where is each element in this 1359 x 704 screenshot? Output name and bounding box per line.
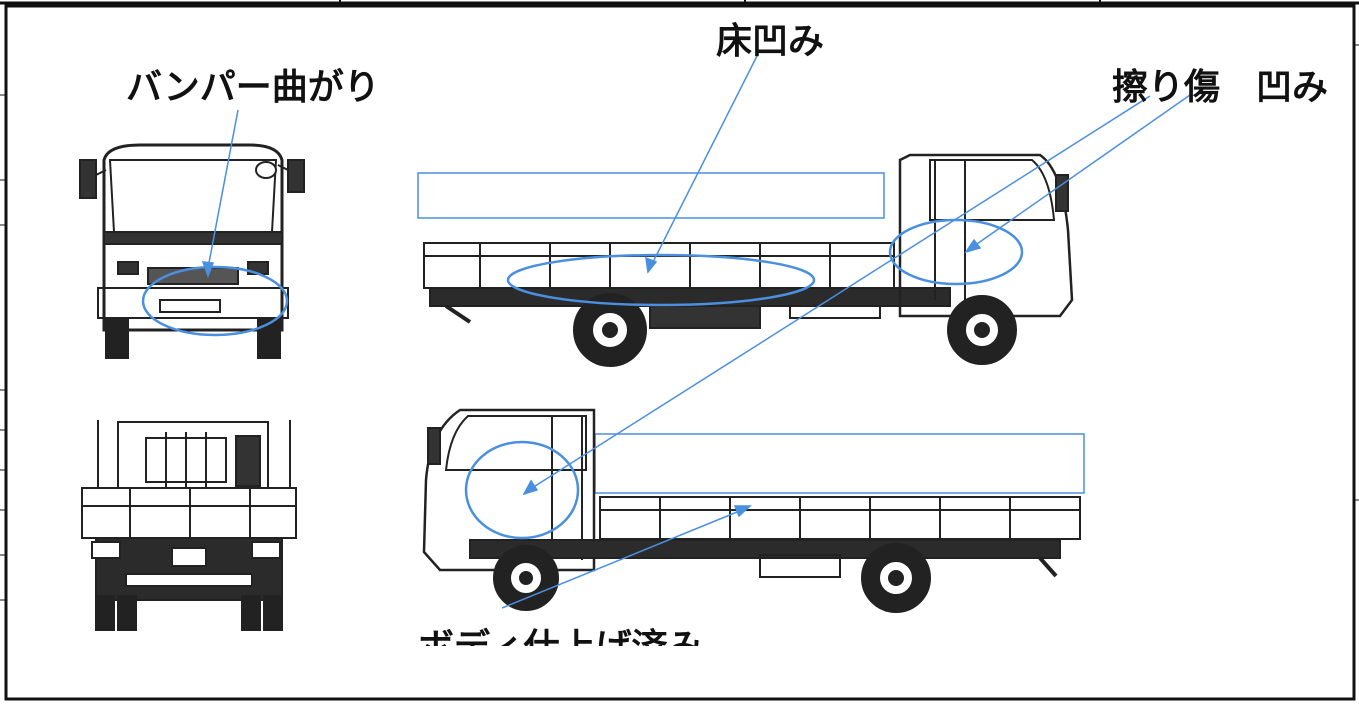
truck-right-side-view [422,408,1085,613]
bumper-damage-ellipse [141,265,289,337]
bumper-damage-label: バンパー曲がり [126,67,380,108]
truck-rear-view [81,420,297,631]
truck-front-view [79,143,305,359]
floor-damage-ellipse [506,253,816,307]
cab-damage-ellipse-right [464,440,580,540]
partial-cut-label: ボディ仕上げ済み [418,608,703,646]
cab-damage-ellipse-left [888,218,1024,286]
partial-cut-label-text: ボディ仕上げ済み [418,618,703,646]
scratch-damage-label: 擦り傷 凹み [1112,67,1329,108]
damage-markers [141,218,1024,540]
truck-left-side-view [417,153,1074,367]
floor-damage-label: 床凹み [716,21,825,62]
leader-lines [201,53,1191,609]
